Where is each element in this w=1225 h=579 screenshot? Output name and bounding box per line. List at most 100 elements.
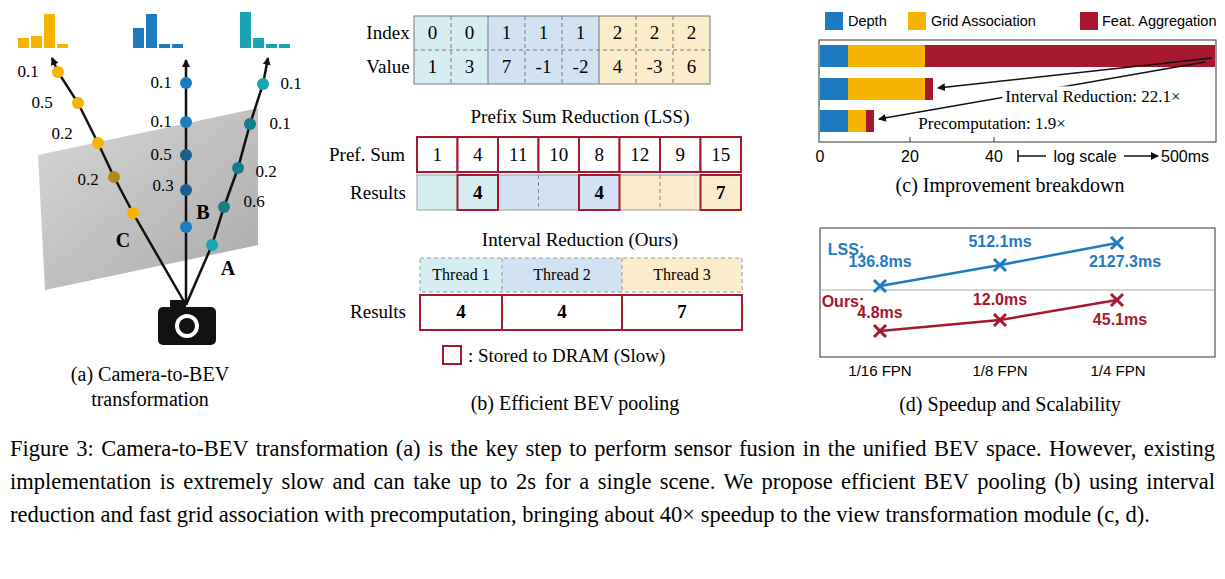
row-header: Results	[350, 300, 406, 324]
figure-caption: Figure 3: Camera-to-BEV transformation (…	[10, 432, 1215, 531]
art-rect	[848, 45, 925, 67]
speedup-callout: Interval Reduction: 22.1×	[1002, 86, 1183, 107]
art-g	[910, 137, 994, 142]
legend-swatch	[825, 12, 843, 30]
axis-tick: 1/16 FPN	[848, 362, 911, 381]
art-circle	[108, 171, 120, 183]
thread-cell: Thread 1	[432, 265, 489, 285]
art-rect	[820, 78, 848, 100]
art-circle	[179, 318, 195, 334]
art-circle	[244, 118, 256, 130]
table-cell: 6	[687, 55, 697, 79]
table-cell: 7	[502, 55, 512, 79]
art-circle	[180, 184, 192, 196]
axis-tick: 500ms	[1161, 147, 1209, 167]
table-cell: 2	[650, 21, 660, 45]
table-cell: 4	[595, 181, 605, 205]
art-rect	[820, 110, 848, 132]
art-rect	[925, 45, 1215, 67]
breakdown-chart	[819, 40, 1216, 162]
art-circle	[180, 116, 192, 128]
art-rect	[417, 137, 458, 172]
art-line	[673, 16, 674, 84]
art-rect	[420, 258, 502, 292]
art-rect	[158, 307, 216, 345]
table-cell: 7	[677, 300, 687, 324]
table-cell: -3	[647, 55, 663, 79]
table-cell: 4	[456, 300, 466, 324]
depth-prob: 0.1	[269, 113, 290, 134]
art-rect	[925, 78, 933, 100]
table-cell: 0	[465, 21, 475, 45]
legend-text: Depth	[848, 13, 887, 29]
art-rect	[539, 137, 580, 172]
art-g	[240, 12, 290, 48]
table-cell: 0	[428, 21, 438, 45]
art-g	[417, 137, 741, 172]
axis-tick: 1/8 FPN	[972, 362, 1027, 381]
art-rect	[620, 175, 742, 210]
dram-legend-sample	[443, 346, 461, 364]
art-rect	[417, 175, 498, 210]
thread-cell: Thread 3	[653, 265, 710, 285]
art-line	[622, 258, 623, 292]
art-line	[879, 62, 1205, 119]
art-line	[910, 137, 911, 142]
scalability-chart	[820, 228, 1215, 357]
art-circle	[206, 239, 218, 251]
art-circle	[175, 314, 199, 338]
data-value: 136.8ms	[848, 252, 911, 272]
table-cell: 12	[630, 143, 649, 167]
art-circle	[232, 162, 244, 174]
art-g	[414, 16, 710, 84]
art-line	[994, 137, 995, 142]
prefix-table	[417, 137, 741, 210]
art-rect	[159, 44, 170, 48]
art-rect	[172, 44, 183, 48]
point-label: C	[116, 228, 130, 253]
table-cell: 4	[613, 55, 623, 79]
speedup-callout: Precomputation: 1.9×	[915, 113, 1068, 134]
table-cell: 9	[676, 143, 686, 167]
legend-text: Grid Association	[931, 13, 1036, 29]
axis-tick: 1/4 FPN	[1090, 362, 1145, 381]
index-table	[414, 16, 710, 84]
table-cell: 15	[711, 143, 730, 167]
row-header: Index	[366, 21, 409, 45]
art-rect	[579, 175, 620, 210]
art-line	[820, 290, 1215, 291]
art-path	[874, 280, 886, 292]
art-line	[1018, 155, 1046, 157]
art-rect	[620, 137, 661, 172]
depth-prob: 0.5	[31, 92, 52, 113]
art-rect	[31, 36, 42, 48]
axis-tick: 0	[816, 147, 825, 167]
table-cell: 10	[549, 143, 568, 167]
art-polygon	[38, 108, 258, 290]
table-cell: -2	[573, 55, 589, 79]
row-header: Pref. Sum	[329, 143, 405, 167]
data-value: 512.1ms	[968, 232, 1031, 252]
art-polyline	[52, 58, 186, 305]
depth-prob: 0.2	[77, 169, 98, 190]
art-line	[636, 16, 637, 84]
depth-prob: 0.1	[150, 72, 171, 93]
art-circle	[180, 77, 192, 89]
art-rect	[414, 16, 710, 84]
art-g	[18, 14, 68, 48]
legend-text: : Stored to DRAM (Slow)	[468, 345, 665, 367]
art-circle	[257, 78, 269, 90]
art-rect	[253, 38, 264, 48]
table-cell: 1	[576, 21, 586, 45]
art-rect	[819, 40, 1216, 142]
art-g	[539, 175, 661, 210]
art-g	[133, 14, 183, 48]
art-polyline	[185, 60, 188, 305]
art-path	[1111, 294, 1123, 306]
art-line	[488, 16, 489, 84]
art-circle	[92, 137, 104, 149]
art-g	[879, 58, 1212, 119]
table-cell: 2	[613, 21, 623, 45]
camera-icon	[158, 300, 216, 345]
